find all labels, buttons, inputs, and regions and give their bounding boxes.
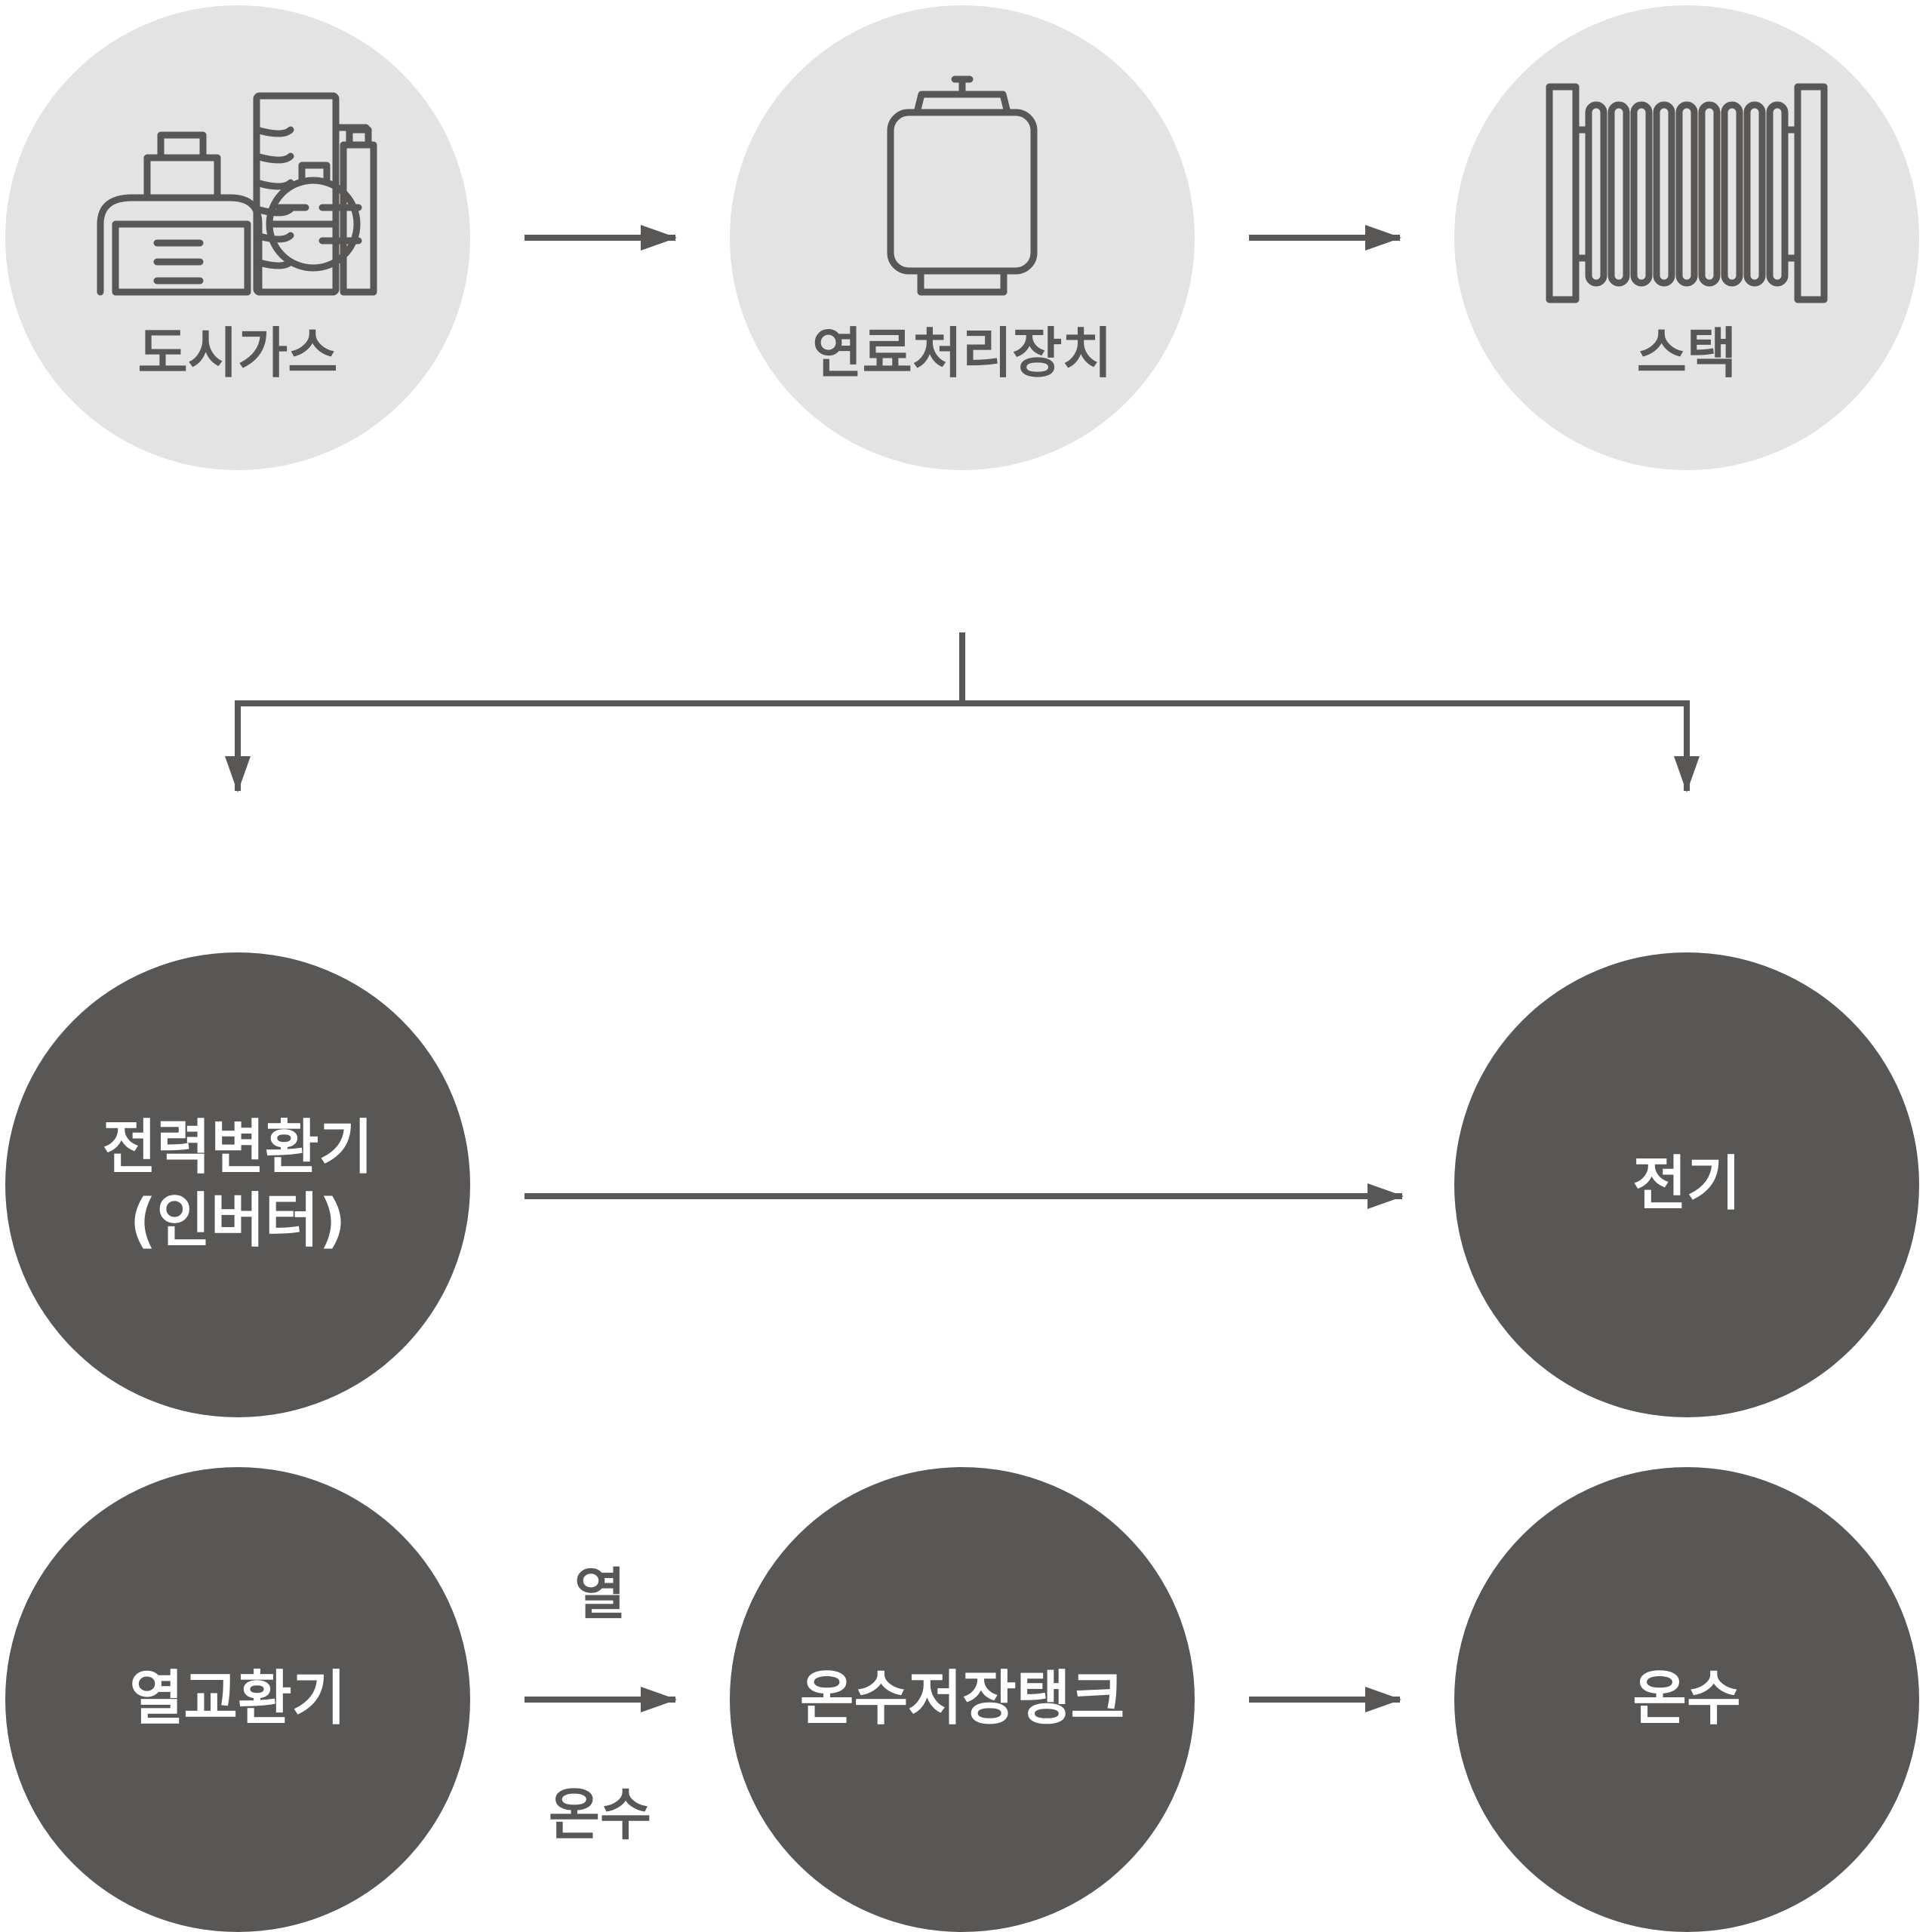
node-hot-water-label: 온수 — [1632, 1665, 1741, 1734]
node-electricity: 전기 — [1454, 952, 1919, 1417]
node-city-gas-label: 도시가스 — [137, 321, 338, 385]
node-heat-exchanger-label: 열교환기 — [129, 1665, 346, 1734]
gas-plant-icon — [97, 92, 377, 296]
flow-label-hot-water: 온수 — [548, 1783, 652, 1847]
node-stack-label: 스택 — [1636, 321, 1737, 385]
node-inverter-label-line1: 전력변환기 — [102, 1113, 374, 1182]
node-fuel-processor-label: 연료처리장치 — [812, 321, 1112, 385]
node-electricity-label: 전기 — [1632, 1150, 1741, 1219]
node-hot-water-tank-label: 온수저장탱크 — [799, 1665, 1125, 1734]
node-heat-exchanger: 열교환기 — [5, 1467, 470, 1932]
flow-label-heat: 열 — [574, 1562, 626, 1627]
fuel-cell-stack-icon — [1546, 83, 1828, 303]
node-inverter: 전력변환기 (인버터) — [5, 952, 470, 1417]
node-hot-water-tank: 온수저장탱크 — [730, 1467, 1195, 1932]
node-city-gas: 도시가스 — [5, 5, 470, 470]
node-fuel-processor: 연료처리장치 — [730, 5, 1195, 470]
gas-cylinder-icon — [887, 75, 1038, 296]
node-hot-water: 온수 — [1454, 1467, 1919, 1932]
node-stack: 스택 — [1454, 5, 1919, 470]
node-inverter-label-line2: (인버터) — [129, 1187, 346, 1255]
